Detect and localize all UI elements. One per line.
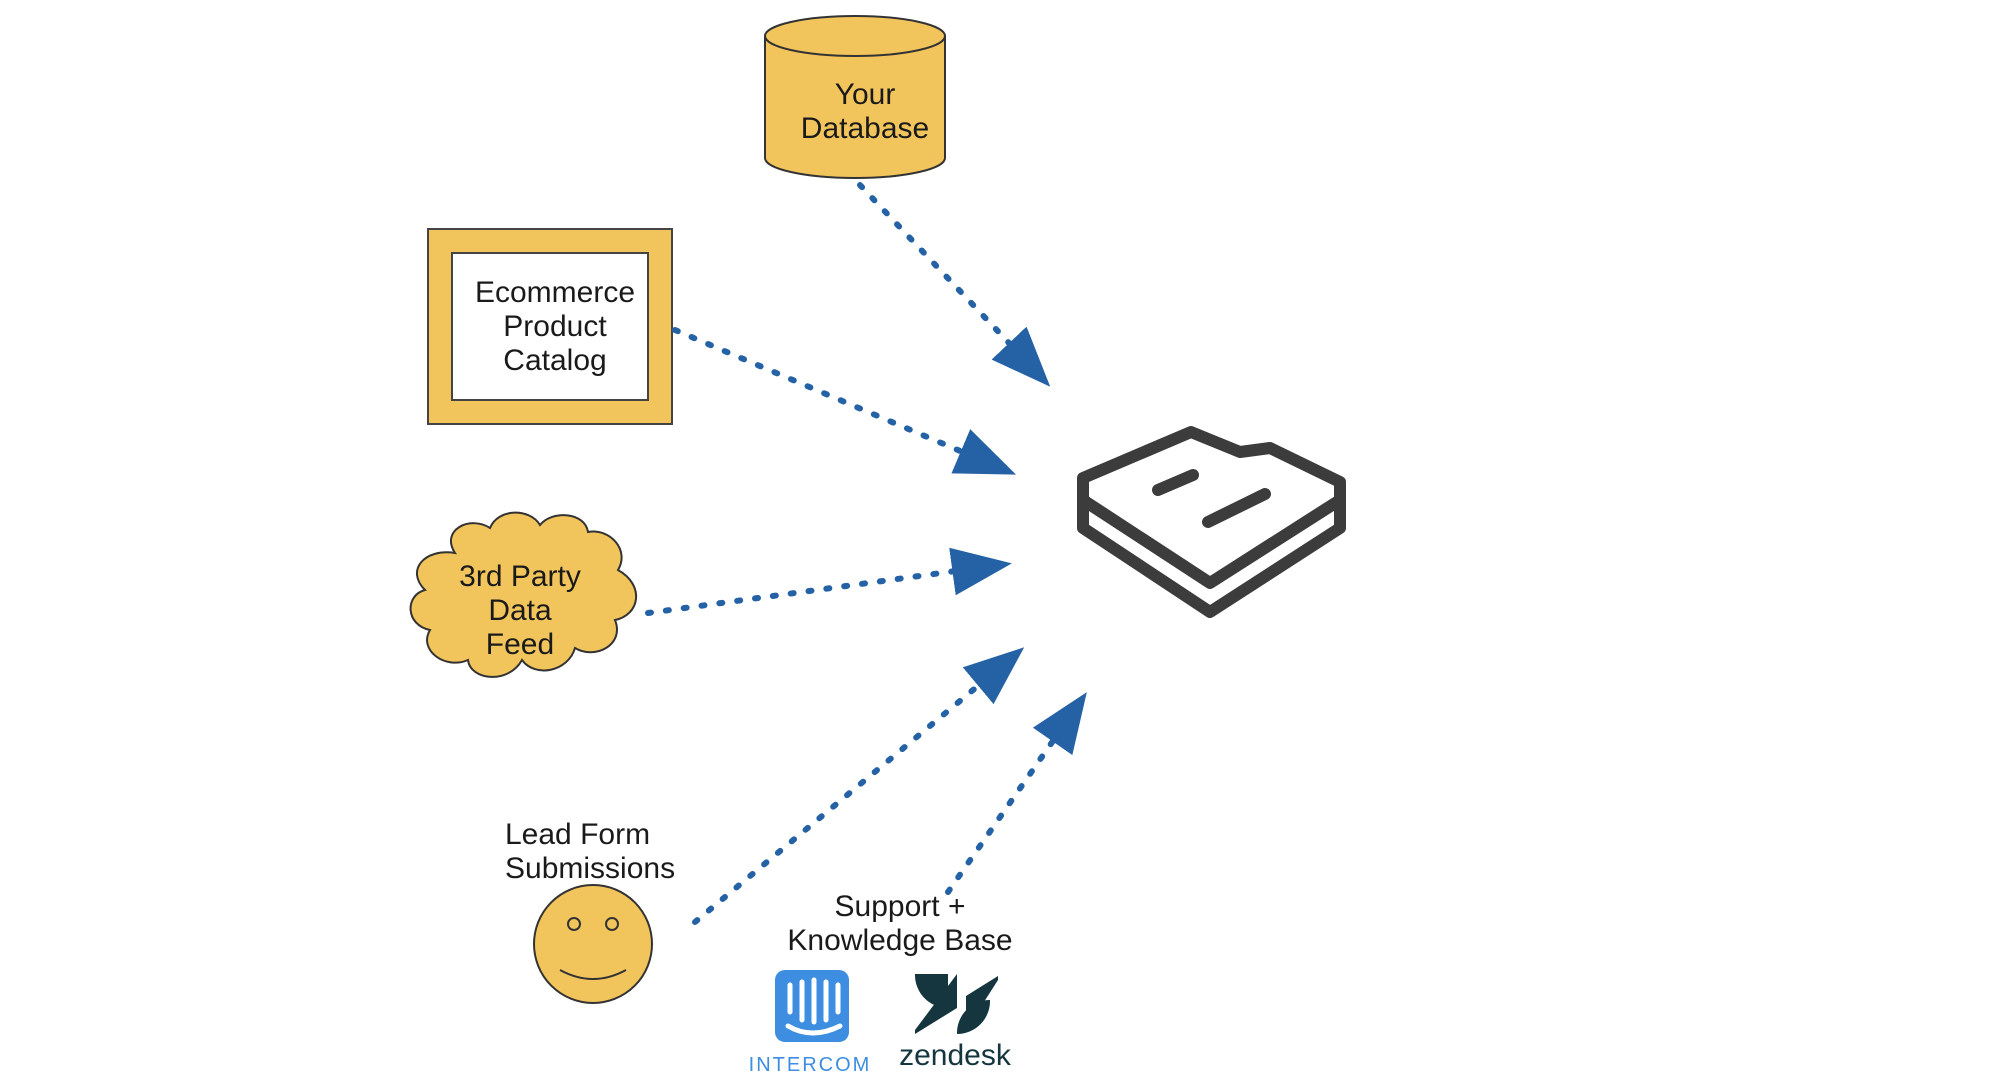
data-feed-label: 3rd Party Data Feed — [459, 560, 581, 661]
zendesk-wordmark: zendesk — [899, 1039, 1011, 1072]
box-logo-icon — [1077, 426, 1346, 618]
data-feed-cloud — [409, 511, 637, 678]
database-label: Your Database — [800, 78, 930, 145]
arrow-ecommerce — [672, 327, 1017, 475]
arrow-data-feed — [645, 547, 1012, 616]
intercom-wordmark: INTERCOM — [748, 1054, 872, 1076]
arrow-support — [945, 692, 1087, 895]
smiley-face-icon — [533, 884, 653, 1004]
database-cylinder — [764, 15, 946, 179]
ecommerce-label: Ecommerce Product Catalog — [474, 276, 636, 377]
connector-arrows — [645, 182, 1087, 925]
arrow-lead-form — [692, 647, 1025, 925]
support-label: Support + Knowledge Base — [787, 890, 1013, 957]
arrow-database — [857, 182, 1051, 387]
intercom-logo-icon — [775, 970, 849, 1042]
ecommerce-frame — [427, 228, 673, 425]
zendesk-logo-icon — [914, 974, 998, 1034]
lead-form-label: Lead Form Submissions — [505, 818, 676, 885]
